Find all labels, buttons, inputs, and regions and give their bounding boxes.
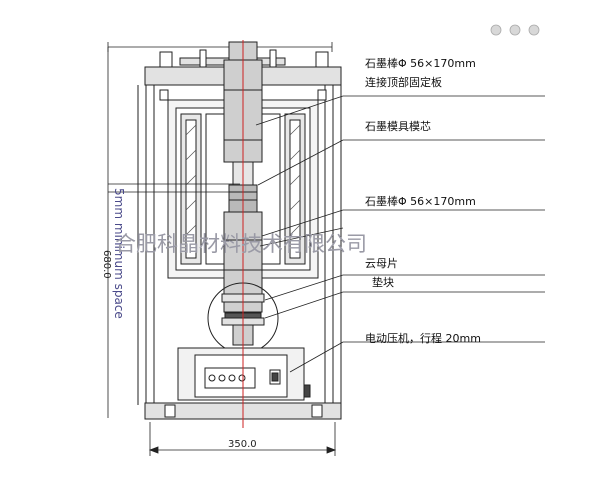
label-pad: 垫块 (372, 275, 394, 289)
leader-lines (255, 95, 545, 373)
label-rod-top-line1: 石墨棒Φ 56×170mm (365, 56, 476, 70)
label-mica: 云母片 (365, 257, 398, 270)
width-dimension (148, 422, 337, 456)
corner-dots (490, 24, 540, 36)
label-mold-core: 石墨模具模芯 (365, 119, 431, 133)
width-dimension-label: 350.0 (228, 439, 257, 450)
heater-hatching (185, 124, 301, 236)
side-columns (137, 85, 342, 405)
electric-press-box (177, 347, 311, 401)
top-dimension-guides (107, 42, 333, 52)
label-press: 电动压机，行程 20mm (365, 331, 481, 345)
min-space-label: 5mm minimum space (112, 188, 126, 319)
company-watermark: 合肥科晶材料技术有限公司 (115, 232, 367, 256)
height-dimension-label: 680.0 (101, 250, 112, 279)
label-rod-bottom: 石墨棒Φ 56×170mm (365, 194, 476, 208)
label-rod-top-line2: 连接顶部固定板 (365, 75, 442, 89)
space-pointer (108, 183, 240, 193)
